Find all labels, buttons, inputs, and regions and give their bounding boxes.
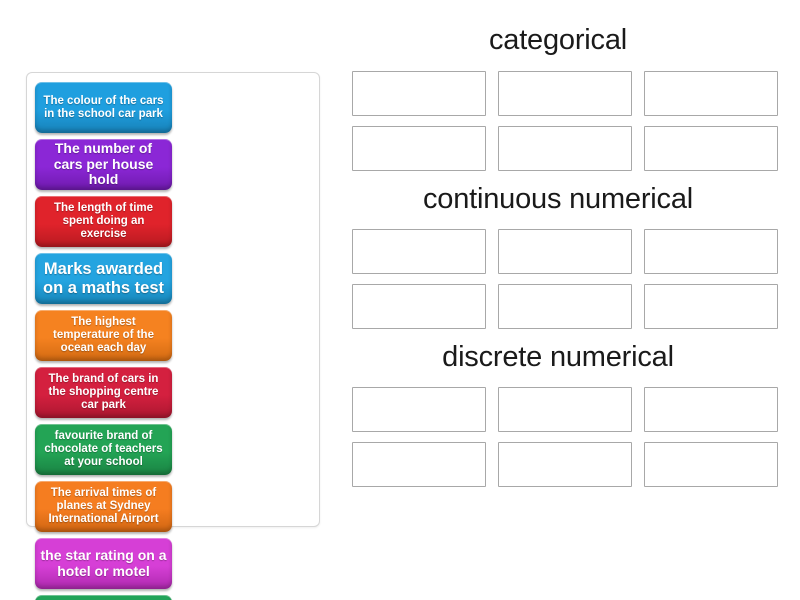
drop-slot[interactable] <box>352 229 486 274</box>
group-categorical-title: categorical <box>488 24 628 56</box>
card-brand-of-cars[interactable]: The brand of cars in the shopping centre… <box>35 367 172 418</box>
word-card-list: The colour of the cars in the school car… <box>32 79 314 600</box>
drop-slot[interactable] <box>498 284 632 329</box>
card-length-of-time[interactable]: The length of time spent doing an exerci… <box>35 196 172 247</box>
group-discrete-numerical-slot-grid <box>336 387 780 487</box>
drop-slot[interactable] <box>498 442 632 487</box>
group-discrete-numerical-title: discrete numerical <box>442 341 674 373</box>
group-categorical: categorical <box>336 24 780 171</box>
drop-slot[interactable] <box>498 71 632 116</box>
drop-slot[interactable] <box>352 442 486 487</box>
card-label: Marks awarded on a maths test <box>42 260 165 297</box>
card-number-of-cars[interactable]: The number of cars per house hold <box>35 139 172 190</box>
drop-slot[interactable] <box>644 442 778 487</box>
drop-slot[interactable] <box>352 284 486 329</box>
drop-slot[interactable] <box>644 229 778 274</box>
drop-slot[interactable] <box>352 126 486 171</box>
drop-slot[interactable] <box>498 229 632 274</box>
card-arrival-times[interactable]: The arrival times of planes at Sydney In… <box>35 481 172 532</box>
group-continuous-numerical-title: continuous numerical <box>422 183 694 215</box>
card-highest-temperature[interactable]: The highest temperature of the ocean eac… <box>35 310 172 361</box>
group-categorical-slot-grid <box>336 71 780 171</box>
group-discrete-numerical: discrete numerical <box>336 341 780 487</box>
card-label: the star rating on a hotel or motel <box>40 546 167 579</box>
drop-slot[interactable] <box>498 387 632 432</box>
card-marks-awarded[interactable]: Marks awarded on a maths test <box>35 253 172 304</box>
card-favourite-chocolate[interactable]: favourite brand of chocolate of teachers… <box>35 424 172 475</box>
category-groups: categorical continuous numerical discrete … <box>336 24 780 576</box>
drop-slot[interactable] <box>644 71 778 116</box>
card-label: The length of time spent doing an exerci… <box>53 202 154 240</box>
card-label: The number of cars per house hold <box>53 139 154 188</box>
drop-slot[interactable] <box>644 126 778 171</box>
drop-slot[interactable] <box>352 71 486 116</box>
card-label: favourite brand of chocolate of teachers… <box>44 430 163 468</box>
group-continuous-numerical: continuous numerical <box>336 183 780 329</box>
card-label: The brand of cars in the shopping centre… <box>48 373 159 411</box>
card-star-rating[interactable]: the star rating on a hotel or motel <box>35 538 172 589</box>
drop-slot[interactable] <box>644 387 778 432</box>
card-number-advertisements[interactable]: the number of advertisements in a time p… <box>35 595 172 600</box>
card-colour-of-cars[interactable]: The colour of the cars in the school car… <box>35 82 172 133</box>
card-label: The arrival times of planes at Sydney In… <box>48 487 159 525</box>
word-card-tray: The colour of the cars in the school car… <box>26 72 320 600</box>
drop-slot[interactable] <box>498 126 632 171</box>
group-continuous-numerical-slot-grid <box>336 229 780 329</box>
drop-slot[interactable] <box>644 284 778 329</box>
drop-slot[interactable] <box>352 387 486 432</box>
card-label: The colour of the cars in the school car… <box>43 94 164 120</box>
card-label: The highest temperature of the ocean eac… <box>53 316 154 354</box>
